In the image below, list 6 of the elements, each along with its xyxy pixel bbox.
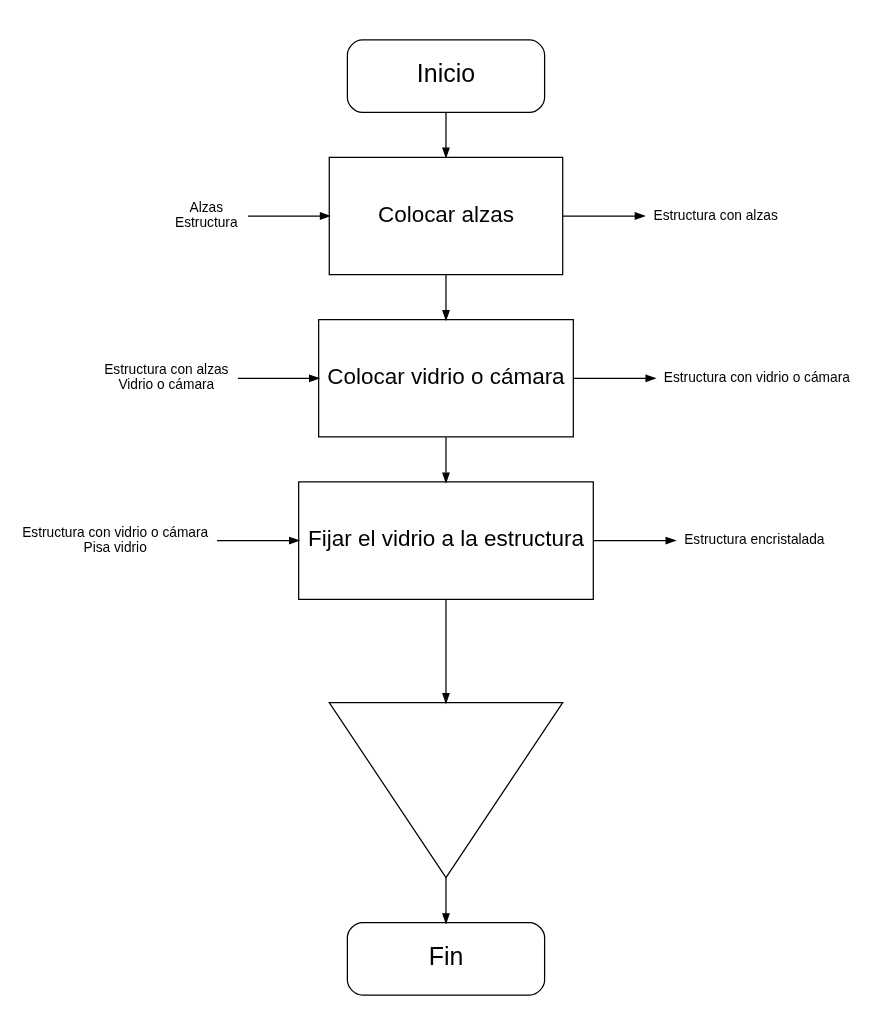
node-text: Estructura encristalada (684, 532, 825, 548)
node-text: Estructura con vidrio o cámara (663, 369, 850, 385)
node-text: Alzas Estructura (175, 200, 238, 230)
node-text: Estructura con alzas Vidrio o cámara (104, 362, 229, 393)
node-text: Estructura con vidrio o cámara Pisa vidrio (22, 524, 209, 555)
node-text: Estructura con alzas (653, 207, 778, 223)
